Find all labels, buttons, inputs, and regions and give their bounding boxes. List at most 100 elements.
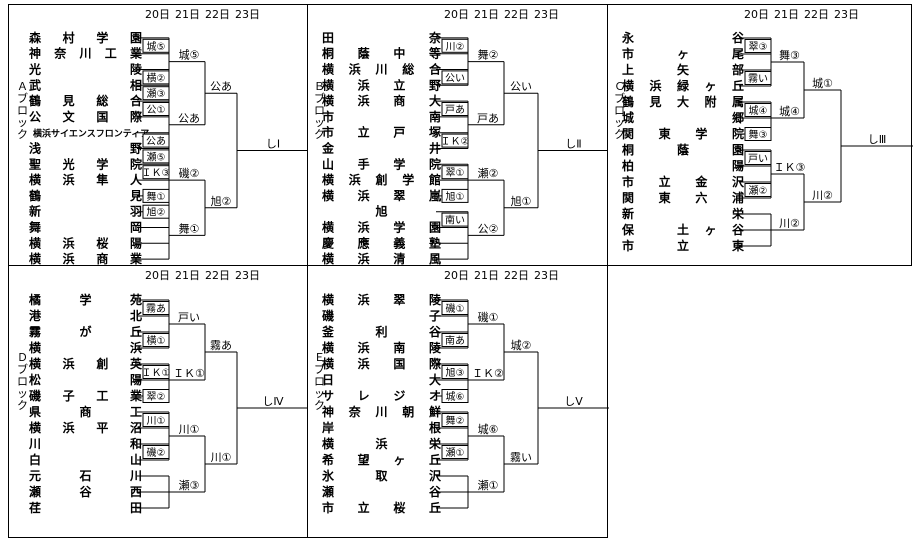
result-label: 川②: [446, 42, 465, 53]
result-label: 磯①: [446, 302, 465, 315]
team-name-char: 院: [130, 156, 142, 171]
team-name-char: 横: [322, 188, 335, 203]
team-name-char: 横: [622, 78, 635, 93]
team-name-char: 工: [130, 405, 142, 419]
team-name: 市南: [322, 109, 441, 124]
team-name: 横浜清風: [322, 251, 441, 266]
team-name: 希望ヶ丘: [321, 452, 441, 467]
team-name: 保土ヶ谷: [621, 222, 745, 237]
block-label-char: Ｅ: [314, 351, 325, 364]
date-label: 20日: [744, 8, 769, 21]
team-name-char: 朝: [402, 404, 414, 419]
result-label: 翠②: [147, 391, 166, 403]
date-label: 23日: [534, 8, 559, 21]
team-name-char: 中: [393, 46, 405, 61]
date-label: 22日: [205, 269, 230, 282]
result-label: 川①: [147, 416, 166, 427]
team-name-char: 浜: [358, 251, 370, 266]
round2-label: ＩＫ②: [472, 367, 504, 380]
team-name-char: 浜: [349, 172, 361, 187]
result-label: 舞①: [147, 191, 166, 203]
team-name-char: 谷: [79, 484, 92, 499]
team-name-char: 横: [322, 62, 335, 77]
team-name-char: 沢: [732, 174, 745, 189]
date-label: 21日: [175, 8, 200, 21]
team-name-char: 六: [695, 190, 707, 205]
team-name-char: 園: [429, 221, 441, 235]
team-name-char: 丘: [732, 78, 744, 93]
team-name-char: 業: [129, 251, 143, 266]
result-label: 横①: [147, 334, 166, 347]
round2-label: 磯②: [179, 167, 200, 180]
team-name-char: 横: [29, 340, 42, 355]
team-name-char: 荏: [29, 500, 41, 515]
team-name: 浅野: [29, 141, 142, 156]
team-name-char: 桐: [322, 46, 334, 61]
date-label: 20日: [145, 269, 170, 282]
team-name-char: 文: [63, 109, 76, 124]
block-label-char: ブ: [314, 91, 325, 105]
team-name-char: 柏: [622, 158, 634, 173]
team-name-char: 橘: [28, 292, 41, 307]
result-label: 瀬②: [749, 185, 768, 197]
team-name-char: 取: [375, 469, 387, 483]
result-label: 翠③: [749, 41, 768, 53]
date-label: 21日: [474, 269, 499, 282]
team-name-char: 川: [129, 469, 142, 483]
team-name-char: 新: [622, 206, 634, 221]
team-name-char: 等: [428, 46, 441, 61]
team-name-char: 釜: [321, 324, 335, 339]
team-name-char: 港: [29, 308, 42, 323]
block-label-char: ク: [314, 399, 325, 412]
team-name-char: 市: [322, 125, 334, 140]
team-name-char: 桐: [622, 142, 634, 157]
round2-label: 川②: [779, 217, 800, 230]
team-name-char: 関: [622, 191, 634, 205]
team-name-char: 義: [393, 235, 405, 250]
team-name-char: 際: [130, 109, 143, 124]
team-name: 鶴見総合: [29, 93, 143, 108]
result-label: 公①: [147, 105, 166, 116]
team-name-char: 横: [29, 356, 42, 371]
team-name-char: 磯: [322, 308, 334, 323]
date-label: 20日: [145, 8, 170, 21]
block-label-char: ク: [614, 128, 625, 141]
team-name-char: 横: [29, 251, 42, 266]
team-name-char: 県: [29, 405, 41, 419]
team-name-char: 総: [402, 62, 414, 77]
team-name-char: 應: [358, 235, 370, 250]
team-name: 聖光学院: [29, 156, 142, 171]
round2-label: 戸あ: [477, 112, 499, 125]
round3-label: 城①: [812, 77, 833, 90]
team-name-char: 浜: [63, 356, 75, 371]
team-name: 舞岡: [28, 220, 142, 235]
team-name-char: 人: [130, 172, 143, 187]
team-name-char: 立: [393, 77, 405, 92]
result-label: 城⑥: [446, 391, 465, 403]
team-name-char: 蔭: [677, 142, 690, 157]
team-name-char: 学: [96, 156, 108, 171]
team-name-char: 陽: [732, 159, 744, 173]
team-name-char: 平: [96, 421, 108, 435]
team-name-char: 丘: [130, 324, 142, 339]
team-name-char: 石: [78, 469, 91, 483]
team-name-char: 舞: [28, 220, 41, 235]
team-name: 桐蔭園: [622, 142, 744, 157]
result-label: 瀬⑤: [147, 151, 166, 163]
result-label: 公い: [445, 73, 465, 84]
team-name-char: 横: [322, 340, 335, 355]
team-name: 横浜栄: [322, 436, 442, 451]
team-name-char: 希: [321, 452, 334, 467]
team-name-char: 市: [322, 109, 334, 124]
team-name: 鶴見大附属: [622, 94, 744, 109]
round2-label: 舞①: [179, 222, 200, 235]
team-name: 旭: [374, 204, 387, 219]
round3-label: 霧あ: [210, 339, 232, 352]
team-name-char: サ: [322, 389, 334, 403]
team-name: 城郷: [622, 110, 744, 125]
team-name-char: 浜: [358, 340, 370, 355]
